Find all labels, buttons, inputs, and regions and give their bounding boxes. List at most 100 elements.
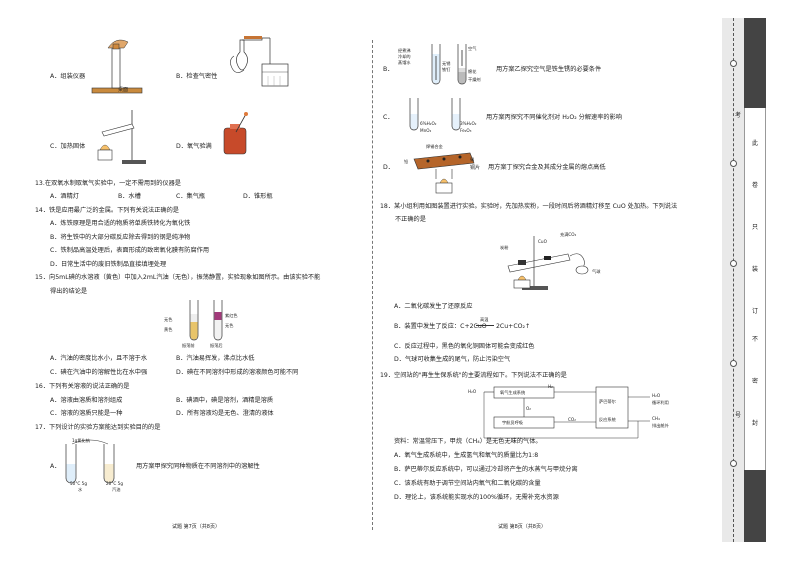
q14-option-c[interactable]: C．铁制品高温处理后，表面形成的致密氧化膜有防腐作用 (50, 247, 210, 254)
q18-option-d[interactable]: D．气球可收集生成的尾气，防止污染空气 (394, 356, 511, 363)
binding-char: 装 (751, 266, 758, 273)
binding-char: 封 (751, 420, 758, 427)
q15-stem-2: 得出的结论是 (50, 288, 88, 295)
q14-option-b[interactable]: B．将生铁中的大部分碳反应除去得到的钢是纯净物 (50, 234, 191, 241)
q17-option-c-text: 用方案丙探究不同催化剂对 H₂O₂ 分解速率的影响 (486, 114, 622, 121)
fig-balloon: 气球 (592, 269, 601, 274)
q14-stem: 14．铁是应用最广泛的金属。下列有关说法正确的是 (35, 207, 179, 214)
fig-b-l7: 棉花 (468, 69, 477, 74)
reaction-arrow (476, 325, 494, 326)
q12-option-d[interactable]: D．氧气验满 (176, 143, 212, 150)
q13-option-a[interactable]: A．酒精灯 (50, 193, 79, 200)
fig-oil-temp: 20°C 5g (106, 481, 123, 486)
q18-option-b-post: 2Cu+CO₂↑ (496, 323, 531, 330)
q12-option-a[interactable]: A．组装仪器 (50, 73, 86, 80)
solubility-tubes-figure (65, 439, 115, 484)
fig-b-l2: 冷却的 (398, 54, 411, 59)
fig-c-l4: Fe₂O₃ (460, 128, 472, 133)
fig-sabatier-1: 萨巴蒂尔 (599, 399, 616, 404)
fig-water-temp: 50°C 5g (70, 481, 87, 486)
q15-option-d[interactable]: D．碘在不同溶剂中形成的溶液颜色可能不同 (176, 369, 299, 376)
fig-astronaut-breath: 宇航员呼吸 (502, 420, 523, 425)
q18-option-c[interactable]: C．反应过程中，黑色的氧化铜固体可能会变成红色 (394, 343, 535, 350)
desk-label: 桌面 (118, 87, 129, 93)
q19-option-a[interactable]: A．氧气生成系统中，生成氢气和氧气的质量比为1:8 (394, 452, 539, 459)
binding-hole (730, 260, 737, 267)
fig-d-l4: 铜片 (470, 165, 481, 171)
page-divider (372, 40, 373, 530)
q16-option-b[interactable]: B．碘酒中，碘是溶剂，酒精是溶质 (176, 397, 274, 404)
q15-option-c[interactable]: C．碘在汽油中的溶解性比在水中强 (50, 369, 148, 376)
fig-sabatier-2: 反应系统 (599, 417, 616, 422)
fig-after-shake: 振荡后 (210, 343, 223, 348)
binding-char: 此 (751, 140, 758, 147)
q16-option-c[interactable]: C．溶液的溶质只能是一种 (50, 410, 123, 417)
fig-b-l5: 铁钉 (442, 67, 451, 72)
q16-option-a[interactable]: A．溶液由溶质和溶剂组成 (50, 397, 123, 404)
heat-solid-figure (97, 110, 146, 164)
fig-co2: CO₂ (568, 417, 576, 422)
fig-co2-fill: 充满CO₂ (560, 232, 577, 237)
q17-option-d[interactable]: D． (383, 164, 394, 171)
fig-h2o-in: H₂O (468, 389, 477, 394)
q19-option-d[interactable]: D．理论上，该系统能实现水的100%循环，无需补充水资源 (394, 494, 559, 501)
fig-b-l8: 干燥剂 (468, 77, 481, 82)
q15-option-b[interactable]: B．汽油易挥发，沸点比水低 (176, 355, 255, 362)
q18-stem-2: 不正确的是 (395, 216, 426, 223)
fig-yellow: 黄色 (164, 327, 173, 332)
fig-b-l6: 空气 (468, 46, 477, 51)
binding-strip-top-block (744, 18, 766, 108)
fig-ch4: CH₄ (652, 416, 660, 421)
fig-water-label: 水 (78, 487, 83, 492)
q13-option-b[interactable]: B．水槽 (118, 193, 141, 200)
fig-d-l3: 锡 (470, 157, 475, 162)
q17-option-a[interactable]: A． (50, 463, 61, 470)
assemble-apparatus-figure (91, 39, 143, 94)
q18-option-a[interactable]: A．二氧化碳发生了还原反应 (394, 303, 473, 310)
fig-h2: H₂ (548, 384, 553, 389)
airtightness-figure (230, 36, 289, 87)
rusting-tubes-figure (431, 44, 467, 85)
fig-oxygen-system: 氧气生成系统 (500, 390, 526, 395)
binding-hole (730, 160, 737, 167)
fig-nacl-label: 1g氯化钠 (72, 438, 90, 443)
fig-exhaust: 排出舱外 (652, 423, 669, 428)
q12-option-b[interactable]: B．检查气密性 (176, 73, 218, 80)
q14-option-a[interactable]: A．炼铁原理是用合适的物质将单质铁转化为氧化铁 (50, 220, 191, 227)
fig-d-l2: 铅 (404, 159, 409, 164)
q17-option-c[interactable]: C． (383, 114, 394, 121)
fig-b-l1: 经煮沸 (398, 48, 411, 53)
q14-option-d[interactable]: D．日常生活中的废旧铁制品直接填埋处理 (50, 261, 167, 268)
binding-char: 卷 (751, 182, 758, 189)
q19-info: 资料：常温常压下，甲烷（CH₄）是无色无味的气体。 (394, 438, 542, 445)
carbon-reduction-figure (507, 236, 589, 290)
q15-option-a[interactable]: A．汽油的密度比水小，且不溶于水 (50, 355, 148, 362)
fig-colorless-2: 无色 (225, 323, 234, 328)
fig-b-l3: 蒸馏水 (398, 60, 411, 65)
left-page-footer: 试题 第7页（共8页） (172, 524, 220, 530)
q18-option-b-cond: 高温 (480, 317, 489, 322)
q19-option-c[interactable]: C．该系统有助于调节空间站内氧气和二氧化碳的含量 (394, 480, 541, 487)
fig-before-shake: 振荡前 (182, 343, 195, 348)
fig-recycle: 循环利用 (652, 400, 669, 405)
oxygen-check-figure (223, 112, 248, 155)
q15-stem-1: 15．向5mL碘的水溶液（黄色）中加入2mL汽油（无色），振荡静置，实验现象如图… (35, 274, 321, 281)
q16-option-d[interactable]: D．所有溶液均是无色、澄清的液体 (176, 410, 274, 417)
binding-strip-center (744, 108, 766, 470)
fig-cuo: CuO (538, 239, 547, 244)
q12-option-c[interactable]: C．加热固体 (50, 143, 86, 150)
binding-hole (730, 460, 737, 467)
q18-option-b-pre[interactable]: B．装置中发生了反应：C+2CuO (394, 323, 487, 330)
fig-c-l2: MnO₂ (420, 128, 432, 133)
q18-stem-1: 18．某小组利用如图装置进行实验。实验时，先加热炭粉，一段时间后将酒精灯移至 C… (380, 203, 678, 210)
q13-option-d[interactable]: D．锥形瓶 (243, 193, 273, 200)
fig-carbon-powder: 炭粉 (500, 245, 509, 250)
right-page-footer: 试题 第8页（共8页） (498, 524, 546, 530)
q13-option-c[interactable]: C．集气瓶 (176, 193, 206, 200)
fig-oil-label: 汽油 (112, 487, 121, 492)
q13-stem: 13.在双氧水制取氧气实验中，一定不需用到的仪器是 (35, 180, 181, 187)
q19-option-b[interactable]: B．萨巴蒂尔反应系统中，可以通过冷却将产生的水蒸气与甲烷分离 (394, 466, 578, 473)
binding-char: 密 (751, 378, 758, 385)
q17-stem: 17．下列设计的实验方案能达到实验目的的是 (35, 424, 161, 431)
q17-option-b[interactable]: B． (383, 66, 394, 73)
